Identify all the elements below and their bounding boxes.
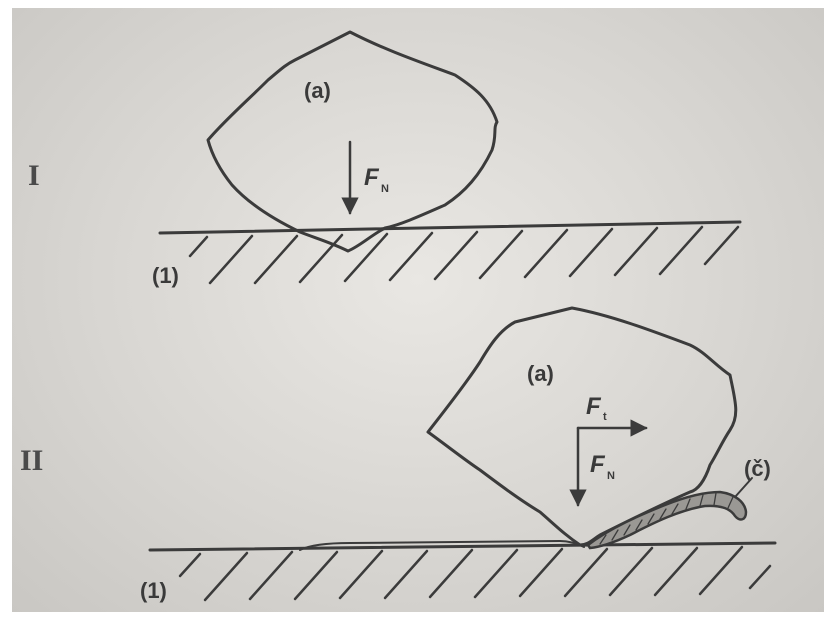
panel-2-abrasive-particle — [426, 306, 738, 547]
panel-2-particle-label: (a) — [527, 361, 554, 386]
panel-1-particle-label: (a) — [304, 78, 331, 103]
panel-1-roman-label: I — [28, 159, 40, 192]
panel-2-normal-force-symbol: F — [590, 451, 606, 478]
panel-1-surface-label: (1) — [152, 263, 179, 288]
panel-1-surface-line — [158, 220, 742, 235]
panel-2-tangential-force-subscript: t — [603, 411, 607, 423]
paper-background — [12, 8, 824, 612]
panel-2-normal-force-subscript: N — [607, 470, 615, 482]
panel-2-chip-leader-line — [734, 477, 753, 498]
panel-2-surface-line — [148, 541, 777, 552]
panel-1-abrasive-particle — [206, 30, 499, 253]
panel-2-surface-hatching — [178, 545, 772, 602]
panel-2-chip-label: (č) — [744, 456, 771, 481]
panel-1: I (1) (a) — [28, 30, 742, 288]
panel-2-tangential-force-symbol: F — [586, 393, 602, 420]
panel-2-roman-label: II — [20, 444, 43, 477]
panel-2-surface-label: (1) — [140, 578, 167, 603]
panel-2-chip — [586, 490, 748, 550]
panel-1-normal-force-symbol: F — [364, 164, 380, 191]
panel-2: II (1) — [20, 306, 777, 603]
panel-1-surface-hatching — [188, 225, 740, 285]
panel-1-normal-force-subscript: N — [381, 183, 389, 195]
